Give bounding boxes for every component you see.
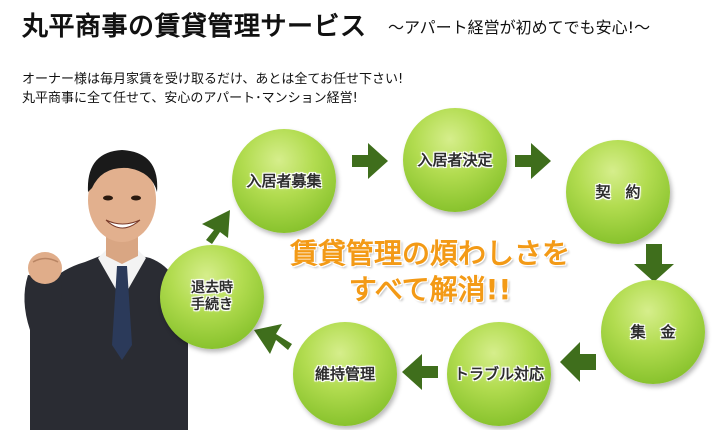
intro-line-2: 丸平商事に全て任せて、安心のアパート･マンション経営! — [22, 91, 358, 106]
arrow-icon — [202, 210, 230, 244]
arrow-icon — [515, 143, 551, 179]
arrow-icon — [634, 244, 674, 282]
page-title: 丸平商事の賃貸管理サービス — [22, 12, 367, 42]
step-contract: 契 約 — [566, 140, 670, 244]
step-label: 入居者募集 — [246, 172, 322, 190]
step-label: 退去時 手続き — [191, 280, 233, 313]
step-label: 入居者決定 — [417, 151, 493, 169]
arrow-icon — [402, 354, 438, 390]
step-rent-collection: 集 金 — [601, 280, 705, 384]
step-move-out-procedure: 退去時 手続き — [160, 245, 264, 349]
step-tenant-decided: 入居者決定 — [403, 108, 507, 212]
arrow-icon — [254, 324, 292, 354]
intro-line-1: オーナー様は毎月家賃を受け取るだけ、あとは全てお任せ下さい! — [22, 72, 404, 87]
step-label: 契 約 — [595, 183, 641, 201]
step-label: 維持管理 — [314, 365, 375, 383]
page-subtitle: ～アパート経営が初めてでも安心!～ — [388, 18, 651, 37]
step-recruit-tenants: 入居者募集 — [232, 129, 336, 233]
center-message: 賃貸管理の煩わしさを すべて解消!! — [289, 237, 570, 307]
step-maintenance: 維持管理 — [293, 322, 397, 426]
arrow-icon — [352, 143, 388, 179]
arrow-icon — [560, 342, 596, 382]
step-label: 集 金 — [630, 323, 676, 341]
step-label: トラブル対応 — [453, 365, 544, 383]
step-trouble-handling: トラブル対応 — [447, 322, 551, 426]
